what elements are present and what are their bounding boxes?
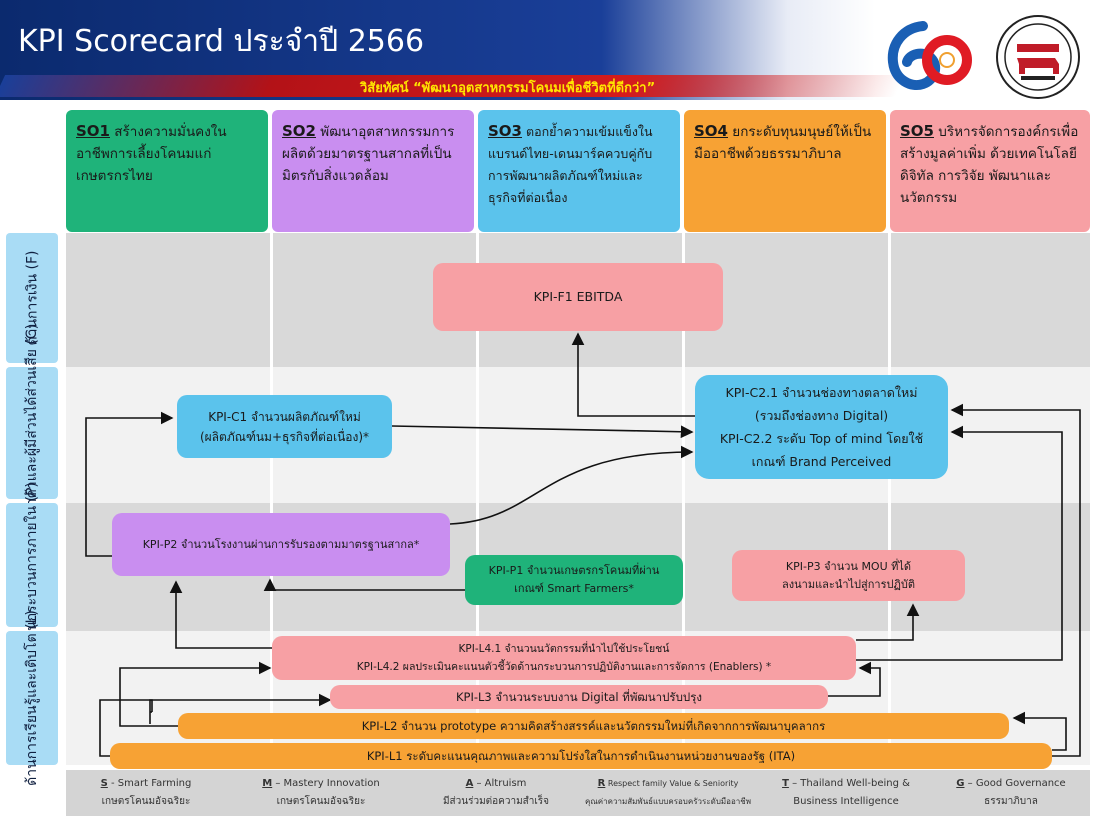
page-title: KPI Scorecard ประจำปี 2566 bbox=[18, 24, 425, 59]
kpi-f1-node: KPI-F1 EBITDA bbox=[433, 263, 723, 331]
kpi-p3-node: KPI-P3 จำนวน MOU ที่ได้ลงนามและนำไปสู่กา… bbox=[732, 550, 965, 601]
perspective-label-financial: ด้านการเงิน (F) bbox=[6, 233, 58, 363]
objective-so3: SO3 ตอกย้ำความเข้มแข็งในแบรนด์ไทย-เดนมาร… bbox=[478, 110, 680, 232]
kpi-l4-node: KPI-L4.1 จำนวนนวัตกรรมที่นำไปใช้ประโยชน์… bbox=[272, 636, 856, 680]
kpi-c2-node: KPI-C2.1 จำนวนช่องทางตลาดใหม่(รวมถึงช่อง… bbox=[695, 375, 948, 479]
perspective-label-customer: ด้านลูกค้าและผู้มีส่วนได้ส่วนเสีย (C) bbox=[6, 324, 58, 542]
objective-so5: SO5 บริหารจัดการองค์กรเพื่อสร้างมูลค่าเพ… bbox=[890, 110, 1090, 232]
anniversary-60-logo-icon bbox=[887, 21, 972, 90]
organization-seal-icon bbox=[996, 15, 1080, 99]
vision-statement: วิสัยทัศน์ “พัฒนาอุตสาหกรรมโคนมเพื่อชีวิ… bbox=[360, 81, 656, 96]
perspective-label-learning: ด้านการเรียนรู้และเติบโต (L) bbox=[6, 610, 58, 786]
kpi-p1-node: KPI-P1 จำนวนเกษตรกรโคนมที่ผ่านเกณฑ์ Smar… bbox=[465, 555, 683, 605]
value-t: T – Thailand Well-being &Business Intell… bbox=[782, 778, 910, 807]
perspective-label-process: ด้านกระบวนการภายใน (P) bbox=[6, 482, 58, 648]
objective-so1: SO1 สร้างความมั่นคงในอาชีพการเลี้ยงโคนมแ… bbox=[66, 110, 268, 232]
kpi-l1-node: KPI-L1 ระดับคะแนนคุณภาพและความโปร่งใสในก… bbox=[110, 743, 1052, 769]
kpi-l2-node: KPI-L2 จำนวน prototype ความคิดสร้างสรรค์… bbox=[178, 713, 1009, 739]
objective-so2: SO2 พัฒนาอุตสาหกรรมการผลิตด้วยมาตรฐานสาก… bbox=[272, 110, 474, 232]
kpi-p2-node: KPI-P2 จำนวนโรงงานผ่านการรับรองตามมาตรฐา… bbox=[112, 513, 450, 576]
column-divider bbox=[476, 110, 479, 765]
kpi-c1-node: KPI-C1 จำนวนผลิตภัณฑ์ใหม่(ผลิตภัณฑ์นม+ธุ… bbox=[177, 395, 392, 458]
kpi-l3-node: KPI-L3 จำนวนระบบงาน Digital ที่พัฒนาปรับ… bbox=[330, 685, 828, 709]
objective-so4: SO4 ยกระดับทุนมนุษย์ให้เป็นมืออาชีพด้วยธ… bbox=[684, 110, 886, 232]
